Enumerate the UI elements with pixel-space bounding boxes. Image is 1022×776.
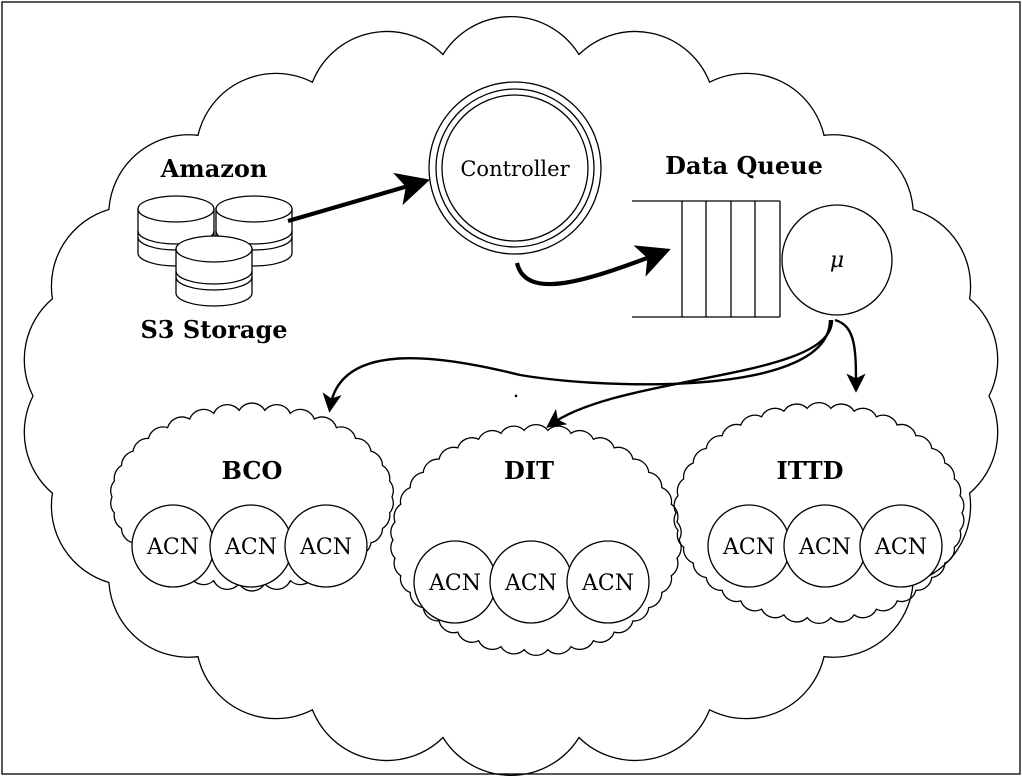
- data-queue: Data Queue μ: [632, 151, 893, 318]
- storage-title-bottom: S3 Storage: [140, 315, 287, 344]
- queue-server-label: μ: [830, 248, 844, 273]
- dit-acn-label: ACN: [428, 571, 481, 596]
- storage-to-controller-arrow: [287, 172, 431, 224]
- ittd-acn-label: ACN: [874, 535, 927, 560]
- ittd-cluster-title: ITTD: [777, 456, 844, 485]
- bco-acn-label: ACN: [146, 535, 199, 560]
- ittd-acn-node: [859, 504, 943, 588]
- dit-cluster-title: DIT: [504, 456, 554, 485]
- ittd-cloud-shape: [673, 402, 965, 624]
- bco-acn-node: [284, 504, 368, 588]
- controller-label: Controller: [460, 157, 570, 181]
- bco-acn-label: ACN: [299, 535, 352, 560]
- storage-title-top: Amazon: [160, 154, 268, 183]
- ittd-acn-label: ACN: [798, 535, 851, 560]
- controller-to-queue-arrow: [514, 245, 671, 287]
- dit-acn-node: [566, 540, 650, 624]
- stray-mark: .: [513, 378, 520, 402]
- ittd-acn-label: ACN: [722, 535, 775, 560]
- dit-acn-label: ACN: [581, 571, 634, 596]
- queue-title: Data Queue: [665, 151, 823, 180]
- bco-cluster-title: BCO: [222, 456, 283, 485]
- dit-acn-label: ACN: [504, 571, 557, 596]
- queue-server-circle: [781, 204, 893, 316]
- queue-to-ittd-arrow: [834, 318, 866, 393]
- queue-to-dit-arrow: [546, 319, 834, 428]
- database-cylinders-icon: [137, 195, 293, 307]
- controller-node: Controller: [428, 81, 602, 255]
- outer-cloud-shape: [23, 15, 999, 776]
- dit-cloud-shape: [390, 424, 682, 656]
- bco-acn-label: ACN: [224, 535, 277, 560]
- queue-to-bco-arrow: [322, 319, 832, 413]
